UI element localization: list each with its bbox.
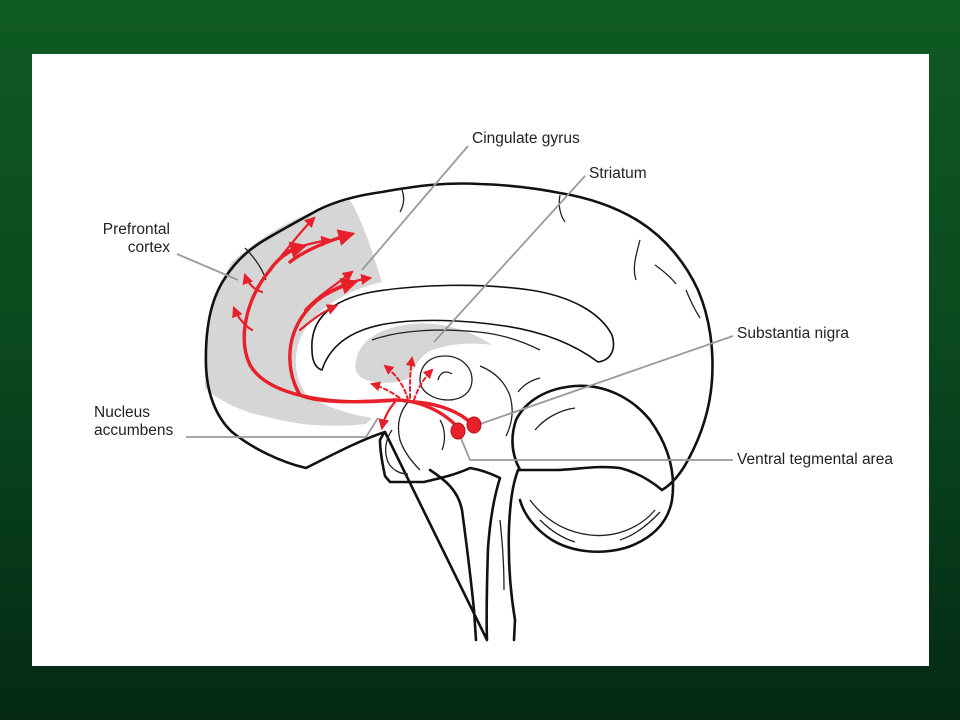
- brainstem-left-edge: [428, 468, 478, 642]
- label-prefrontal-line2: cortex: [127, 239, 170, 256]
- fornix-line: [371, 329, 541, 351]
- label-ventral-tegmental-area: Ventral tegmental area: [737, 451, 893, 468]
- label-prefrontal-line1: Prefrontal: [102, 221, 170, 238]
- leader-cingulate-gyrus: [361, 145, 469, 271]
- label-nucleus-accumbens: Nucleus accumbens: [94, 404, 173, 440]
- ventral-tegmental-area-nucleus: [450, 422, 466, 440]
- label-cingulate-gyrus: Cingulate gyrus: [472, 130, 580, 147]
- leader-nucleus-accumbens: [186, 417, 379, 438]
- label-nucleus-line1: Nucleus: [94, 404, 150, 421]
- leader-prefrontal-cortex: [176, 253, 239, 281]
- label-nucleus-line2: accumbens: [94, 422, 174, 439]
- substantia-nigra-nucleus: [466, 416, 482, 434]
- sulcus-lines: [244, 189, 701, 319]
- leader-striatum: [433, 175, 586, 343]
- dopamine-pathways: [232, 216, 474, 432]
- thalamus: [419, 355, 473, 401]
- corpus-callosum: [311, 284, 615, 371]
- brain-outline: [204, 182, 714, 642]
- prefrontal-shaded-region: [204, 200, 382, 426]
- slide-panel: [32, 54, 929, 666]
- label-prefrontal-cortex: Prefrontal cortex: [70, 221, 170, 257]
- label-substantia-nigra: Substantia nigra: [737, 325, 850, 342]
- midbrain-interior: [385, 365, 541, 591]
- label-striatum: Striatum: [589, 165, 647, 182]
- leader-substantia-nigra: [479, 335, 734, 425]
- leader-ventral-tegmental-area: [459, 435, 733, 461]
- cerebellum-folia: [529, 407, 661, 543]
